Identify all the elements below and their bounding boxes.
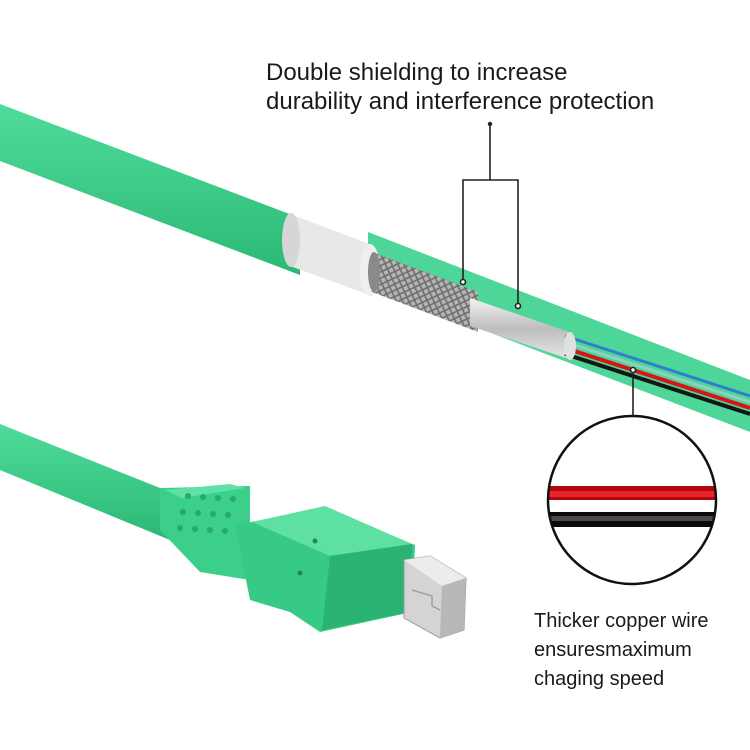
callout-bracket-icon bbox=[459, 121, 522, 310]
foil-shield bbox=[470, 298, 572, 360]
braided-shield bbox=[372, 252, 478, 332]
strain-relief bbox=[160, 486, 250, 580]
copper-caption-line2: ensuresmaximum bbox=[534, 639, 692, 661]
copper-callout-line bbox=[629, 366, 637, 416]
inner-wires bbox=[564, 334, 750, 416]
copper-caption-line3: chaging speed bbox=[534, 668, 665, 690]
shielding-caption-line2: durability and interference protection bbox=[266, 88, 655, 115]
micro-usb-connector-icon bbox=[0, 424, 467, 639]
copper-caption: Thicker copper wire ensuresmaximum chagi… bbox=[534, 607, 744, 694]
cable-jacket bbox=[0, 104, 300, 275]
copper-caption-line1: Thicker copper wire bbox=[534, 610, 709, 632]
magnifier-circle-icon bbox=[546, 414, 718, 586]
white-sleeve bbox=[290, 214, 372, 296]
shielding-caption: Double shielding to increase durability … bbox=[266, 58, 736, 116]
cable-cutaway bbox=[0, 104, 750, 432]
shielding-caption-line1: Double shielding to increase bbox=[266, 59, 568, 86]
